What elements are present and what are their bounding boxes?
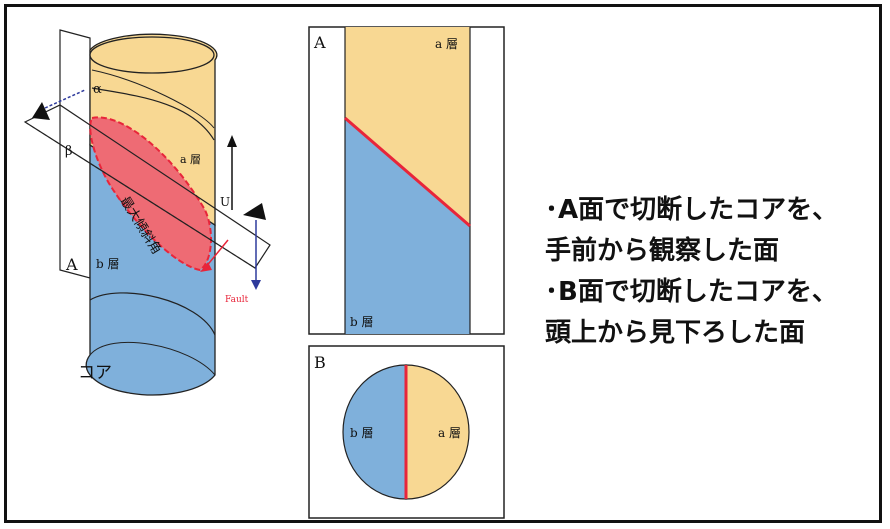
panel-a-top-label: a 層	[435, 37, 458, 51]
fault-plane	[89, 116, 212, 272]
caption-line-3: ･B面で切断したコアを、	[545, 277, 838, 307]
label-fault: Fault	[225, 295, 249, 305]
caption-line-4: 頭上から見下ろした面	[545, 318, 806, 348]
caption-line-2: 手前から観察した面	[545, 236, 780, 266]
panel-a: A a 層 b 層	[308, 26, 505, 335]
panel-b-left-label: b 層	[350, 426, 374, 440]
core-a-layer	[89, 33, 218, 227]
label-beta: β	[65, 144, 73, 159]
core-top-ellipse	[89, 36, 215, 74]
panel-a-b-layer	[345, 118, 470, 334]
caption-text: ･A面で切断したコアを、 手前から観察した面 ･B面で切断したコアを、 頭上から…	[545, 190, 838, 354]
label-a-layer: a 層	[180, 153, 201, 166]
fault-arrow-icon	[200, 239, 229, 272]
eye-icon-front	[32, 89, 86, 120]
label-b-layer: b 層	[96, 257, 120, 271]
core-bottom-curve	[89, 292, 216, 336]
core-bottom-curve-2	[89, 341, 216, 376]
panel-a-a-layer	[345, 27, 470, 226]
panel-b-label: B	[314, 353, 326, 372]
panel-b: B b 層 a 層	[308, 345, 505, 519]
panel-b-a-layer	[405, 364, 470, 500]
core-curve-2	[91, 69, 215, 129]
up-arrow-icon	[227, 135, 237, 210]
caption-line-1: ･A面で切断したコアを、	[545, 195, 839, 225]
label-core: コア	[78, 363, 112, 383]
label-alpha: α	[93, 82, 102, 97]
label-U: U	[220, 195, 230, 209]
core-curve-1	[91, 87, 215, 141]
core-3d-diagram: α a 層 β 最大傾斜角 U A b 層 Fault コア	[23, 29, 271, 396]
panel-a-label: A	[313, 33, 326, 52]
eye-icon-top	[243, 203, 266, 290]
plane-b-dashed	[24, 121, 256, 269]
label-A: A	[65, 255, 78, 274]
panel-a-bottom-label: b 層	[350, 315, 374, 329]
panel-b-b-layer	[342, 364, 407, 500]
panel-b-right-label: a 層	[438, 426, 461, 440]
plane-b-outline	[23, 104, 271, 269]
panel-a-fault-line	[344, 116, 471, 228]
